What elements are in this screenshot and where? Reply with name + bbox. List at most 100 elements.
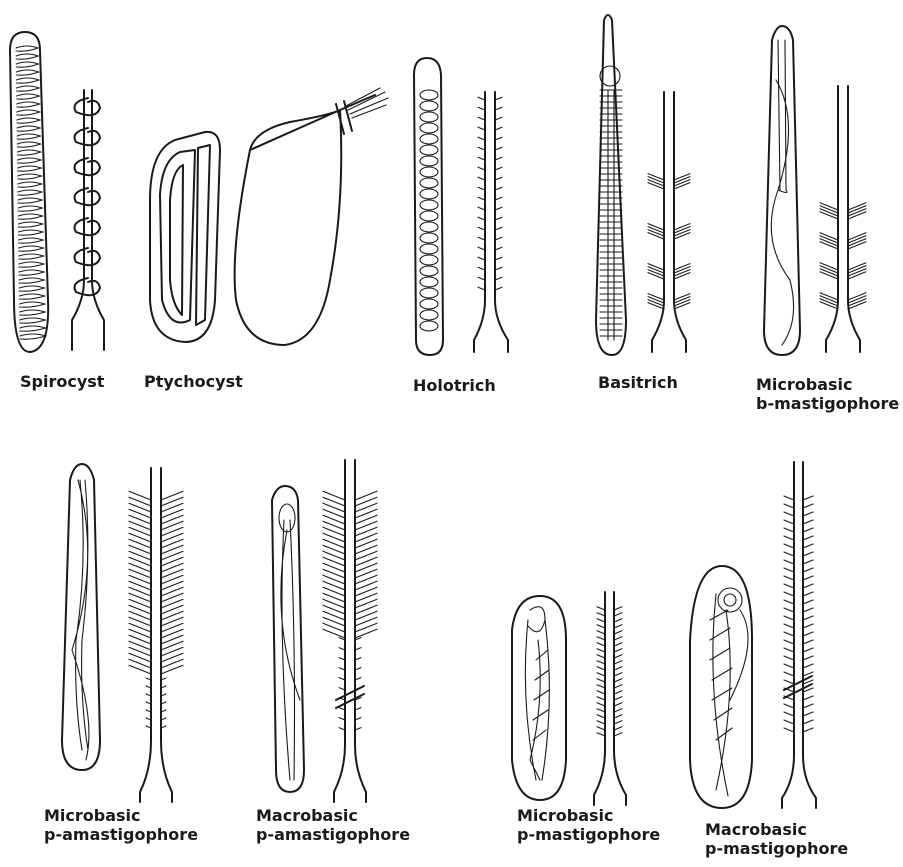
spine xyxy=(597,631,605,634)
spine xyxy=(784,704,794,708)
spine xyxy=(495,197,502,200)
spine xyxy=(478,147,485,150)
spine xyxy=(478,237,485,240)
spine xyxy=(614,661,622,664)
spine xyxy=(674,300,690,306)
spine xyxy=(803,536,813,540)
spine xyxy=(614,685,622,688)
thread-coil xyxy=(75,128,101,145)
spine xyxy=(597,727,605,730)
spine xyxy=(674,180,690,186)
spine xyxy=(478,197,485,200)
spine xyxy=(648,270,664,276)
spine xyxy=(495,227,502,230)
spine xyxy=(784,728,794,732)
spine xyxy=(495,257,502,260)
spine xyxy=(614,709,622,712)
spine xyxy=(803,544,813,548)
spine xyxy=(614,679,622,682)
spine xyxy=(803,568,813,572)
label-microbasic-p-mastigophore: Microbasic p-mastigophore xyxy=(517,806,660,844)
spine xyxy=(495,287,502,290)
label-line-1: Macrobasic xyxy=(705,820,848,839)
microbasic-p-mastigophore-thread xyxy=(594,592,626,805)
spine xyxy=(614,637,622,640)
spine xyxy=(803,528,813,532)
spine xyxy=(648,174,664,180)
spine xyxy=(495,107,502,110)
spine xyxy=(674,233,690,239)
spine xyxy=(478,187,485,190)
spine xyxy=(614,619,622,622)
spine xyxy=(495,117,502,120)
spine xyxy=(597,715,605,718)
spine xyxy=(478,167,485,170)
spine xyxy=(597,721,605,724)
label-microbasic-b-mastigophore: Microbasic b-mastigophore xyxy=(756,375,899,413)
spine xyxy=(803,608,813,612)
label-line-2: b-mastigophore xyxy=(756,394,899,413)
microbasic-p-amastigophore-capsule xyxy=(62,464,100,770)
spine xyxy=(597,619,605,622)
spine xyxy=(495,127,502,130)
label-basitrich: Basitrich xyxy=(598,373,678,392)
spine xyxy=(648,273,664,279)
holotrich-thread xyxy=(474,92,508,352)
spine xyxy=(478,277,485,280)
spine xyxy=(614,715,622,718)
spine xyxy=(648,224,664,230)
spine xyxy=(597,691,605,694)
thread-coil xyxy=(75,188,101,205)
spine xyxy=(674,267,690,273)
thread-coil xyxy=(75,218,101,235)
spine xyxy=(648,177,664,183)
spine xyxy=(648,267,664,273)
spine xyxy=(803,704,813,708)
spine xyxy=(648,180,664,186)
spine xyxy=(674,174,690,180)
spine xyxy=(674,303,690,309)
spine xyxy=(648,303,664,309)
spine xyxy=(478,107,485,110)
spine xyxy=(478,117,485,120)
spine xyxy=(648,300,664,306)
spine xyxy=(614,667,622,670)
spine xyxy=(478,157,485,160)
spine xyxy=(784,584,794,588)
thread-coil xyxy=(75,158,101,175)
macrobasic-p-mastigophore-capsule xyxy=(690,566,752,808)
spine xyxy=(803,552,813,556)
spine xyxy=(674,273,690,279)
spine xyxy=(784,512,794,516)
spine xyxy=(478,287,485,290)
spine xyxy=(597,637,605,640)
spine xyxy=(784,608,794,612)
label-spirocyst: Spirocyst xyxy=(20,372,104,391)
macrobasic-p-amastigophore-thread xyxy=(323,460,377,802)
spine xyxy=(784,592,794,596)
spine xyxy=(597,697,605,700)
spine xyxy=(495,187,502,190)
spine xyxy=(597,661,605,664)
spine xyxy=(614,613,622,616)
spine xyxy=(803,648,813,652)
label-holotrich: Holotrich xyxy=(413,376,496,395)
spine xyxy=(803,720,813,724)
spine xyxy=(614,649,622,652)
label-line-2: p-mastigophore xyxy=(705,839,848,858)
spine xyxy=(495,267,502,270)
spine xyxy=(803,712,813,716)
label-line-1: Microbasic xyxy=(517,806,660,825)
spine xyxy=(614,631,622,634)
spine xyxy=(784,680,794,684)
basitrich-capsule xyxy=(596,15,626,355)
spine xyxy=(478,227,485,230)
macrobasic-p-mastigophore-thread xyxy=(782,462,816,808)
spine xyxy=(803,728,813,732)
spine xyxy=(648,294,664,300)
microbasic-b-mastigophore-thread xyxy=(820,86,866,352)
ptychocyst-discharged-bag xyxy=(235,88,388,345)
spine xyxy=(614,673,622,676)
spine xyxy=(803,520,813,524)
